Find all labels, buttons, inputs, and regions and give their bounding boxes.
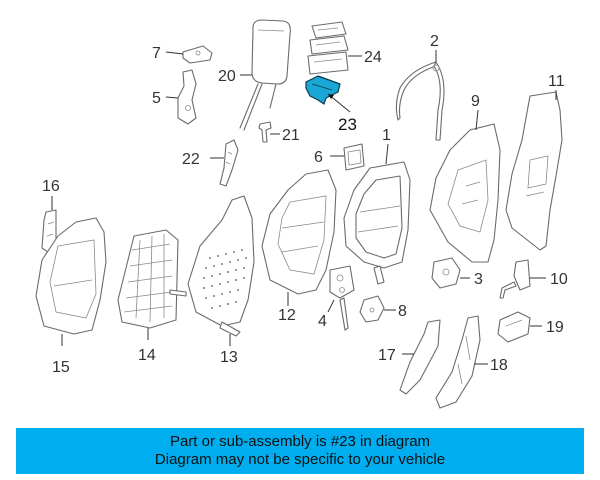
callout-1: 1 — [382, 127, 391, 144]
part-9-backrest-shell[interactable] — [429, 123, 501, 263]
part-14-spring-mat[interactable] — [117, 229, 187, 329]
callout-3: 3 — [474, 271, 483, 288]
part-4-switch-panel[interactable] — [329, 265, 355, 331]
leader-7 — [165, 51, 184, 55]
callout-22: 22 — [182, 151, 200, 168]
callout-24: 24 — [364, 49, 382, 66]
part-19-handle[interactable] — [497, 311, 531, 343]
callout-11: 11 — [548, 73, 565, 90]
part-5-trim[interactable] — [177, 69, 197, 125]
part-20-headrest[interactable] — [239, 19, 291, 131]
callout-7: 7 — [152, 45, 161, 62]
callout-17: 17 — [378, 347, 396, 364]
callout-16: 16 — [42, 178, 60, 195]
part-18-side-cover[interactable] — [435, 315, 481, 409]
part-1-seat-frame[interactable] — [343, 161, 411, 285]
callout-8: 8 — [398, 303, 407, 320]
callout-4: 4 — [318, 313, 327, 330]
cushion-perforation — [203, 249, 247, 309]
leader-9 — [475, 109, 479, 131]
callout-6: 6 — [314, 149, 323, 166]
part-6-panel[interactable] — [343, 143, 365, 171]
callout-2: 2 — [430, 33, 439, 50]
callout-23: 23 — [338, 115, 357, 134]
callout-14: 14 — [138, 347, 156, 364]
part-22-guide[interactable] — [219, 139, 239, 187]
callout-9: 9 — [471, 93, 480, 110]
part-15-seat-back-cover[interactable] — [35, 217, 107, 335]
banner-line-2: Diagram may not be specific to your vehi… — [154, 451, 446, 468]
part-23-highlighted[interactable] — [305, 75, 341, 105]
banner-line-1: Part or sub-assembly is #23 in diagram — [169, 433, 431, 450]
part-3-adjuster[interactable] — [431, 257, 461, 289]
callout-18: 18 — [490, 357, 508, 374]
callout-15: 15 — [52, 359, 70, 376]
leader-5 — [165, 96, 179, 99]
part-12-seat-back-frame[interactable] — [261, 169, 337, 295]
callout-20: 20 — [218, 68, 236, 85]
part-11-back-panel[interactable] — [505, 91, 563, 251]
part-8-clip[interactable] — [359, 295, 385, 323]
callout-21: 21 — [282, 127, 300, 144]
part-13-cushion[interactable] — [187, 195, 255, 337]
leader-23-arrow — [328, 94, 334, 99]
callout-5: 5 — [152, 90, 161, 107]
callout-19: 19 — [546, 319, 564, 336]
part-21-stud[interactable] — [258, 121, 272, 143]
callout-12: 12 — [278, 307, 296, 324]
part-24-cover[interactable] — [307, 21, 349, 75]
leader-4 — [327, 299, 335, 313]
part-7-bracket[interactable] — [182, 45, 213, 64]
callout-10: 10 — [550, 271, 568, 288]
seat-parts-diagram: 7 5 20 24 23 21 22 — [35, 19, 568, 409]
info-banner: Part or sub-assembly is #23 in diagram D… — [16, 428, 584, 474]
part-17-side-trim[interactable] — [399, 319, 441, 395]
part-10-lever[interactable] — [499, 259, 531, 299]
leader-1 — [385, 143, 389, 165]
callout-13: 13 — [220, 349, 238, 366]
part-2-frame-rod[interactable] — [395, 61, 445, 141]
